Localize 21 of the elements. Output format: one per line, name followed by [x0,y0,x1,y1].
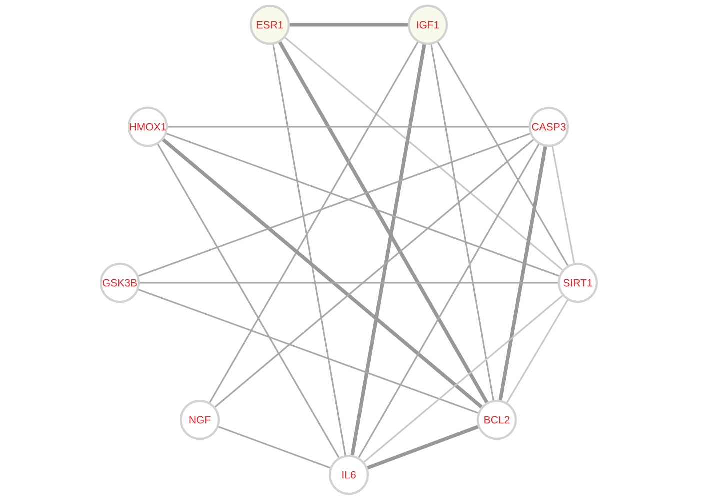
edge-line [290,23,408,27]
edge-line [430,44,494,400]
edge-line [364,295,564,463]
edge-line [498,146,548,401]
edge-line [437,42,569,266]
edge-line [168,126,529,128]
edge-line [162,138,483,408]
edge-line [272,44,346,456]
edge-line [350,44,426,456]
edge-line [218,426,330,469]
edge-line [367,425,479,470]
edge-line [214,139,534,408]
edge-line [506,300,568,404]
edge-line [157,144,340,458]
edge-line [140,282,558,284]
edge-line [209,42,419,404]
edge-line [552,146,576,264]
edge-line [358,144,540,458]
edge-line [284,37,564,271]
edge-line [278,42,489,404]
edge-line [138,289,478,414]
